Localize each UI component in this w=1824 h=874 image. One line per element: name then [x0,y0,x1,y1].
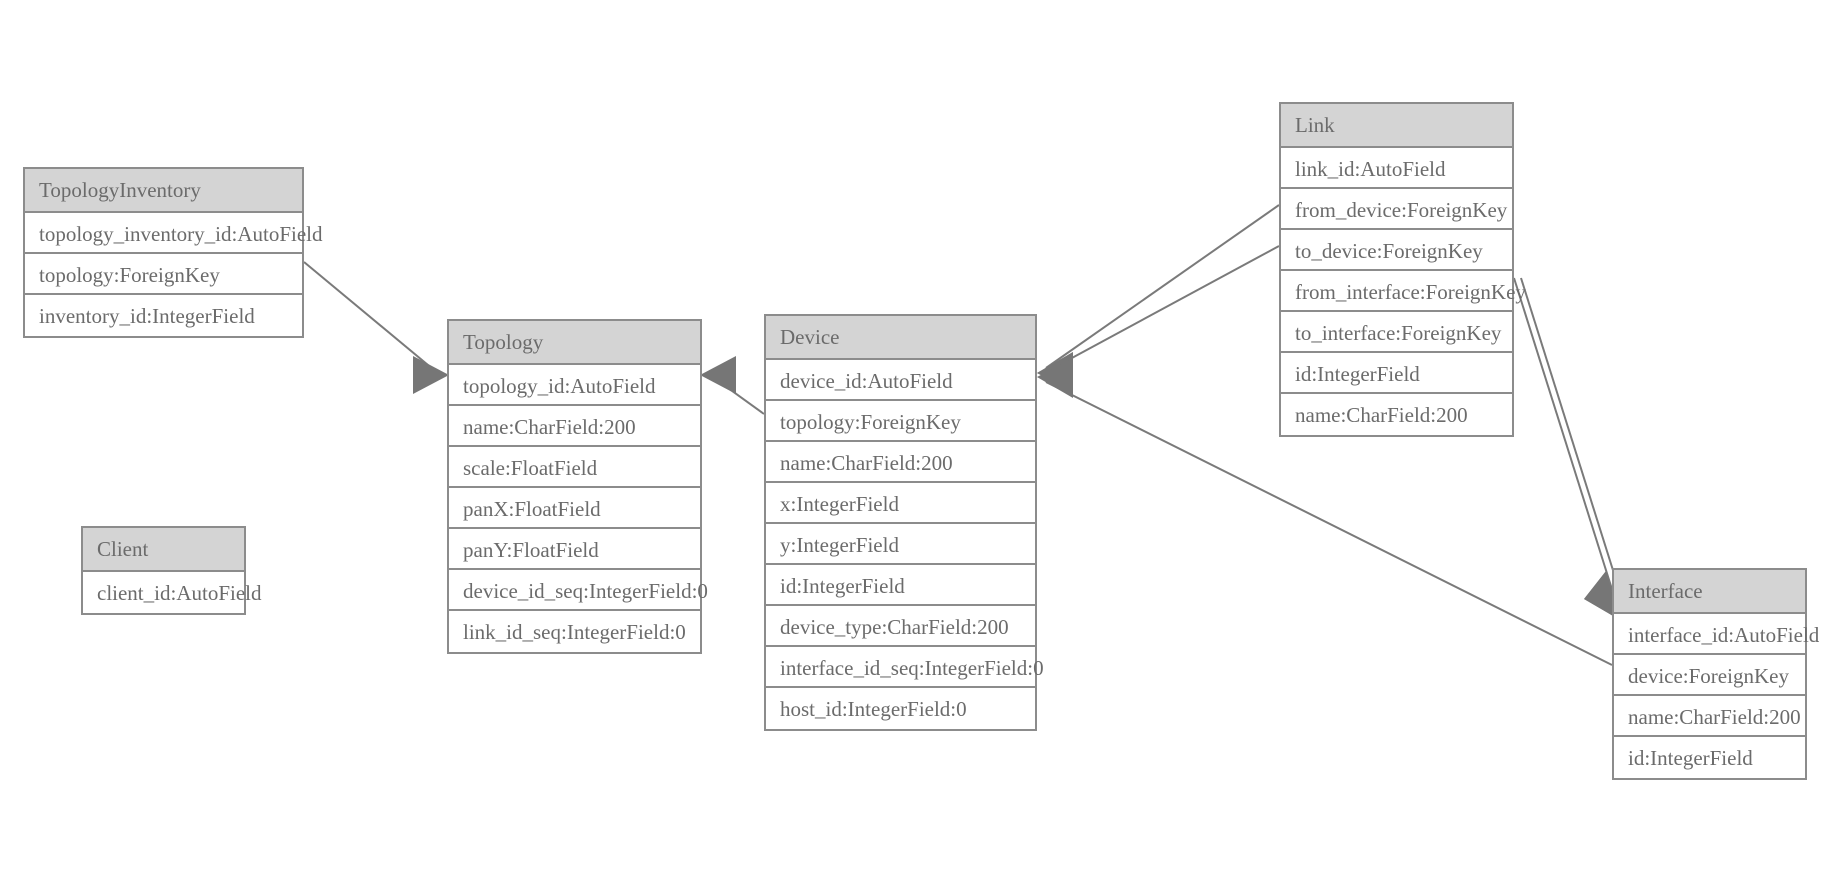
entity-title-device: Device [766,316,1035,360]
relationship-arrowhead-interface-device [1037,358,1073,398]
entity-title-interface: Interface [1614,570,1805,614]
entity-field-row[interactable]: x:IntegerField [766,483,1035,524]
entity-field-row[interactable]: device_id_seq:IntegerField:0 [449,570,708,611]
entity-field-row[interactable]: name:CharField:200 [1614,696,1805,737]
entity-field-row[interactable]: link_id_seq:IntegerField:0 [449,611,700,652]
entity-field-row[interactable]: from_interface:ForeignKey [1281,271,1526,312]
entity-field-row[interactable]: device:ForeignKey [1614,655,1805,696]
entity-title-topologyinventory: TopologyInventory [25,169,302,213]
entity-field-row[interactable]: id:IntegerField [766,565,1035,606]
entity-field-row[interactable]: to_interface:ForeignKey [1281,312,1512,353]
relationship-line-link-to-interface [1520,277,1624,603]
entity-field-list-client: client_id:AutoField [83,572,261,613]
entity-field-row[interactable]: name:CharField:200 [766,442,1035,483]
entity-field-row[interactable]: id:IntegerField [1281,353,1512,394]
entity-field-row[interactable]: device_type:CharField:200 [766,606,1035,647]
entity-field-row[interactable]: link_id:AutoField [1281,148,1512,189]
entity-field-row[interactable]: scale:FloatField [449,447,700,488]
relationship-line-link-from-device [1045,204,1280,369]
entity-field-row[interactable]: client_id:AutoField [83,572,261,613]
entity-field-row[interactable]: from_device:ForeignKey [1281,189,1512,230]
entity-field-row[interactable]: name:CharField:200 [449,406,700,447]
entity-field-row[interactable]: device_id:AutoField [766,360,1035,401]
entity-field-row[interactable]: inventory_id:IntegerField [25,295,302,336]
entity-field-row[interactable]: topology:ForeignKey [25,254,302,295]
relationship-line-link-to-device [1045,245,1280,373]
entity-field-row[interactable]: y:IntegerField [766,524,1035,565]
relationship-arrowhead-device-topology [700,356,736,394]
entity-field-row[interactable]: panX:FloatField [449,488,700,529]
entity-field-row[interactable]: id:IntegerField [1614,737,1805,778]
entity-field-row[interactable]: topology_inventory_id:AutoField [25,213,323,254]
entity-title-link: Link [1281,104,1512,148]
entity-field-row[interactable]: to_device:ForeignKey [1281,230,1512,271]
entity-field-row[interactable]: interface_id:AutoField [1614,614,1819,655]
entity-title-client: Client [83,528,244,572]
entity-field-row[interactable]: topology:ForeignKey [766,401,1035,442]
relationship-line-topologyinventory-topology [303,261,441,376]
entity-title-topology: Topology [449,321,700,365]
entity-field-row[interactable]: interface_id_seq:IntegerField:0 [766,647,1044,688]
relationship-arrowhead-link-from-device [1037,352,1073,392]
entity-field-row[interactable]: topology_id:AutoField [449,365,700,406]
relationship-arrowhead-topologyinventory-topology [413,356,449,394]
relationship-arrowhead-link-to-device [1037,352,1073,392]
entity-field-row[interactable]: name:CharField:200 [1281,394,1512,435]
entity-field-row[interactable]: host_id:IntegerField:0 [766,688,1035,729]
entity-field-row[interactable]: panY:FloatField [449,529,700,570]
relationship-line-link-from-interface [1513,277,1617,603]
relationship-line-device-topology [709,374,765,415]
